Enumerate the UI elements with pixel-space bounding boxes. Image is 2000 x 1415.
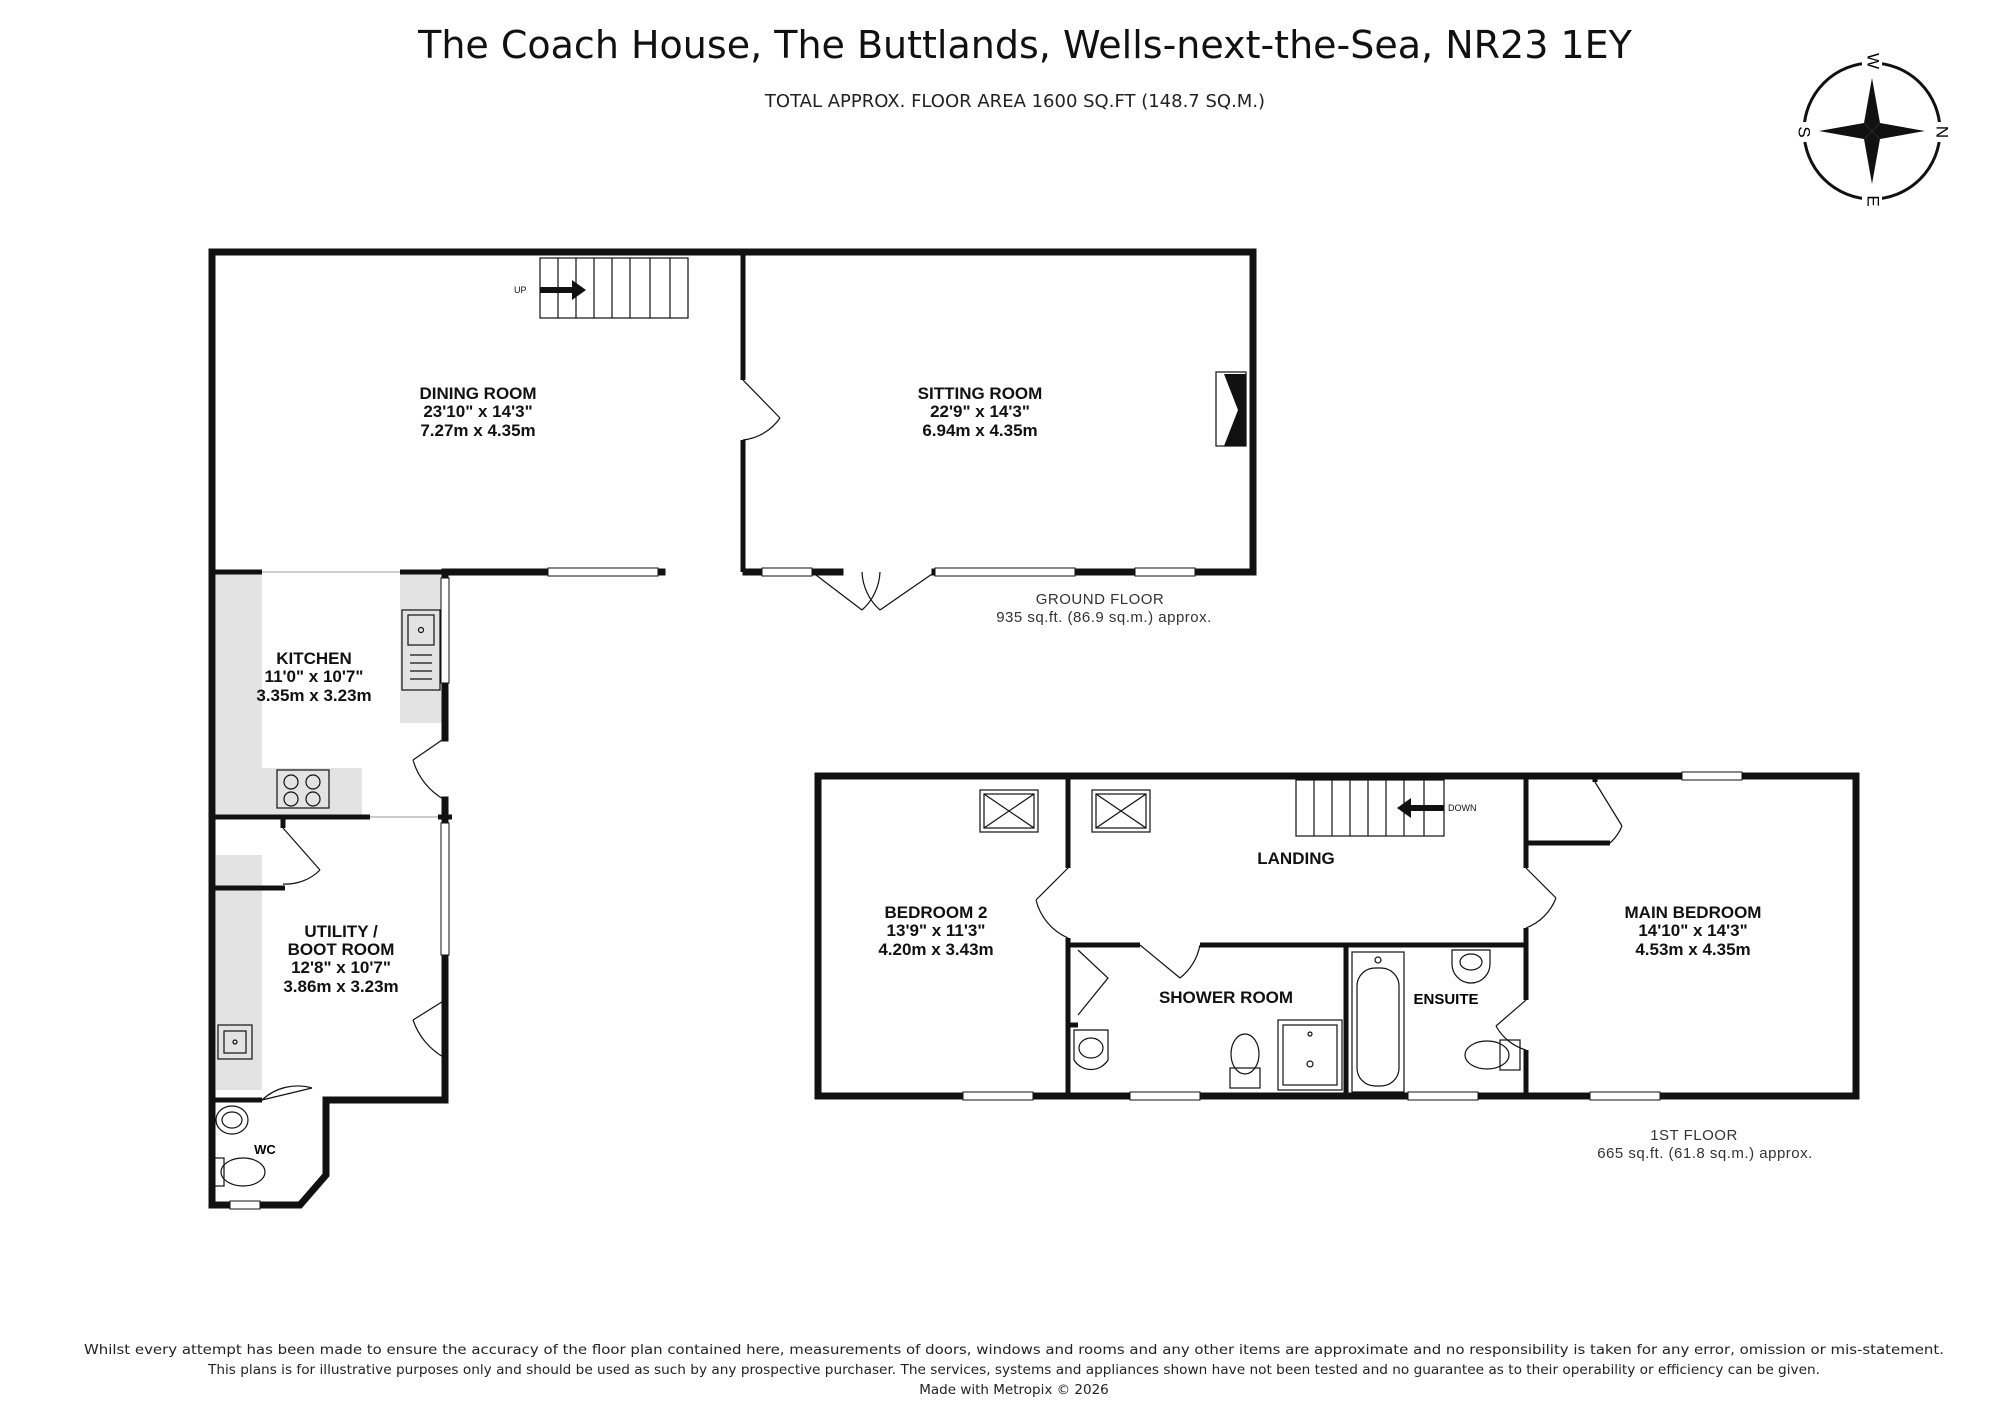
toilet-icon	[1229, 1033, 1261, 1089]
main-bedroom-name: MAIN BEDROOM	[1625, 903, 1762, 922]
staircase: UP	[514, 257, 689, 319]
kitchen-name: KITCHEN	[276, 649, 352, 668]
sitting-room-name: SITTING ROOM	[918, 384, 1043, 403]
sink-icon	[401, 609, 441, 691]
skylight-icon	[979, 789, 1039, 833]
landing-name: LANDING	[1257, 849, 1334, 868]
utility-cupboard-wall	[212, 817, 286, 891]
dining-room-metric: 7.27m x 4.35m	[420, 421, 535, 440]
window	[1589, 1091, 1661, 1101]
bedroom2-metric: 4.20m x 3.43m	[878, 940, 993, 959]
dining-room-imperial: 23'10" x 14'3"	[423, 402, 532, 421]
main-bedroom-imperial: 14'10" x 14'3"	[1638, 921, 1747, 940]
door-main-wardrobe	[1594, 781, 1623, 844]
sitting-room-imperial: 22'9" x 14'3"	[930, 402, 1030, 421]
kitchen-metric: 3.35m x 3.23m	[256, 686, 371, 705]
window	[962, 1091, 1034, 1101]
door-ensuite	[1495, 999, 1527, 1051]
utility-sink-icon	[217, 1024, 253, 1060]
stairs-up-label: UP	[514, 285, 527, 295]
window	[1129, 1091, 1201, 1101]
bedroom2-name: BEDROOM 2	[885, 903, 988, 922]
ensuite-name: ENSUITE	[1413, 991, 1478, 1008]
ensuite-toilet-icon	[1464, 1039, 1521, 1071]
window	[229, 1200, 261, 1210]
first-floor: DOWN	[814, 771, 1860, 1162]
door-bedroom2	[1035, 867, 1069, 939]
main-bedroom-metric: 4.53m x 4.35m	[1635, 940, 1750, 959]
shower-room-name: SHOWER ROOM	[1159, 988, 1293, 1007]
ground-floor-outer-wall	[208, 248, 1257, 1209]
kitchen-imperial: 11'0" x 10'7"	[265, 667, 364, 686]
hob-icon	[276, 769, 330, 809]
disclaimer-line2: This plans is for illustrative purposes …	[207, 1362, 1820, 1378]
skylight-icon	[1091, 789, 1151, 833]
utility-name-line1: UTILITY /	[304, 922, 378, 941]
compass-e: E	[1864, 195, 1883, 206]
dining-room-name: DINING ROOM	[419, 384, 536, 403]
wc-basin-icon	[215, 1105, 249, 1135]
bath-icon	[1351, 951, 1405, 1093]
utility-metric: 3.86m x 3.23m	[283, 977, 398, 996]
window	[1407, 1091, 1479, 1101]
utility-name-line2: BOOT ROOM	[288, 940, 395, 959]
sitting-room-metric: 6.94m x 4.35m	[922, 421, 1037, 440]
fireplace-icon	[1215, 371, 1247, 447]
plan-title: The Coach House, The Buttlands, Wells-ne…	[417, 23, 1633, 67]
kitchen-counter-right	[400, 573, 446, 723]
disclaimer-line1: Whilst every attempt has been made to en…	[84, 1342, 1944, 1358]
door-shower-room	[1139, 944, 1201, 979]
door-utility-outside	[412, 999, 446, 1059]
window	[761, 567, 813, 577]
first-floor-outer-wall	[814, 772, 1860, 1100]
bedroom2-imperial: 13'9" x 11'3"	[887, 921, 986, 940]
compass-s: S	[1795, 126, 1814, 137]
wc-toilet-icon	[213, 1157, 266, 1187]
first-floor-label: 1ST FLOOR	[1650, 1127, 1738, 1144]
stairs-down-label: DOWN	[1448, 803, 1477, 813]
wc-name: WC	[254, 1142, 276, 1157]
utility-imperial: 12'8" x 10'7"	[291, 958, 391, 977]
window	[440, 822, 450, 956]
shower-tray-icon	[1277, 1019, 1343, 1091]
window	[1681, 771, 1743, 781]
door-kitchen-utility	[412, 737, 446, 801]
door-shower-cupboard	[1077, 949, 1109, 1016]
kitchen-counter-left	[216, 570, 262, 817]
door-wc	[261, 1085, 313, 1101]
staircase: DOWN	[1295, 779, 1477, 837]
window	[1134, 567, 1196, 577]
compass-n: N	[1933, 126, 1952, 138]
first-floor-area: 665 sq.ft. (61.8 sq.m.) approx.	[1597, 1145, 1813, 1162]
main-wardrobe-wall	[1526, 776, 1610, 846]
compass-icon: W E S N	[1794, 52, 1952, 210]
window	[934, 567, 1076, 577]
door-front-double	[811, 571, 936, 611]
ground-floor-label: GROUND FLOOR	[1036, 591, 1165, 608]
door-utility-cupboard	[282, 827, 321, 885]
ground-floor: UP	[208, 248, 1257, 1210]
credit-line: Made with Metropix © 2026	[919, 1382, 1109, 1398]
door-dining-sitting	[742, 379, 781, 441]
compass-w: W	[1864, 53, 1883, 69]
window	[440, 577, 450, 684]
window	[547, 567, 659, 577]
door-main-bedroom	[1525, 867, 1557, 929]
plan-subtitle: TOTAL APPROX. FLOOR AREA 1600 SQ.FT (148…	[764, 91, 1265, 112]
ground-floor-area: 935 sq.ft. (86.9 sq.m.) approx.	[996, 609, 1212, 626]
basin-icon	[1073, 1029, 1109, 1070]
ensuite-basin-icon	[1451, 949, 1491, 984]
